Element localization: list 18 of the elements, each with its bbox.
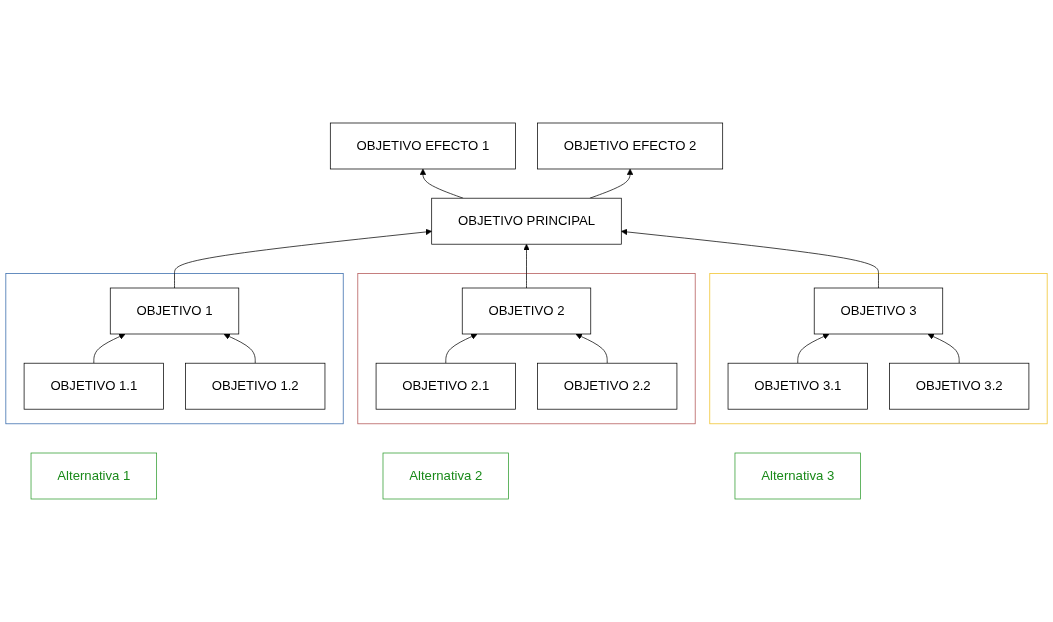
node-box: OBJETIVO 1 [109, 287, 240, 335]
node-box: OBJETIVO 2.1 [375, 362, 516, 410]
node-box: OBJETIVO EFECTO 1 [329, 122, 516, 170]
cluster [709, 273, 1048, 425]
node-box: OBJETIVO PRINCIPAL [431, 197, 622, 245]
node-box: Alternativa 2 [382, 452, 509, 500]
node-box: OBJETIVO EFECTO 2 [537, 122, 724, 170]
node-box: OBJETIVO 2 [461, 287, 592, 335]
node-box: OBJETIVO 1.2 [185, 362, 326, 410]
cluster [357, 273, 696, 425]
node-box: Alternativa 1 [30, 452, 157, 500]
node-box: Alternativa 3 [734, 452, 861, 500]
node-box: OBJETIVO 3.2 [889, 362, 1030, 410]
node-box: OBJETIVO 2.2 [537, 362, 678, 410]
node-box: OBJETIVO 3 [813, 287, 944, 335]
cluster [5, 273, 344, 425]
node-box: OBJETIVO 1.1 [23, 362, 164, 410]
node-box: OBJETIVO 3.1 [727, 362, 868, 410]
